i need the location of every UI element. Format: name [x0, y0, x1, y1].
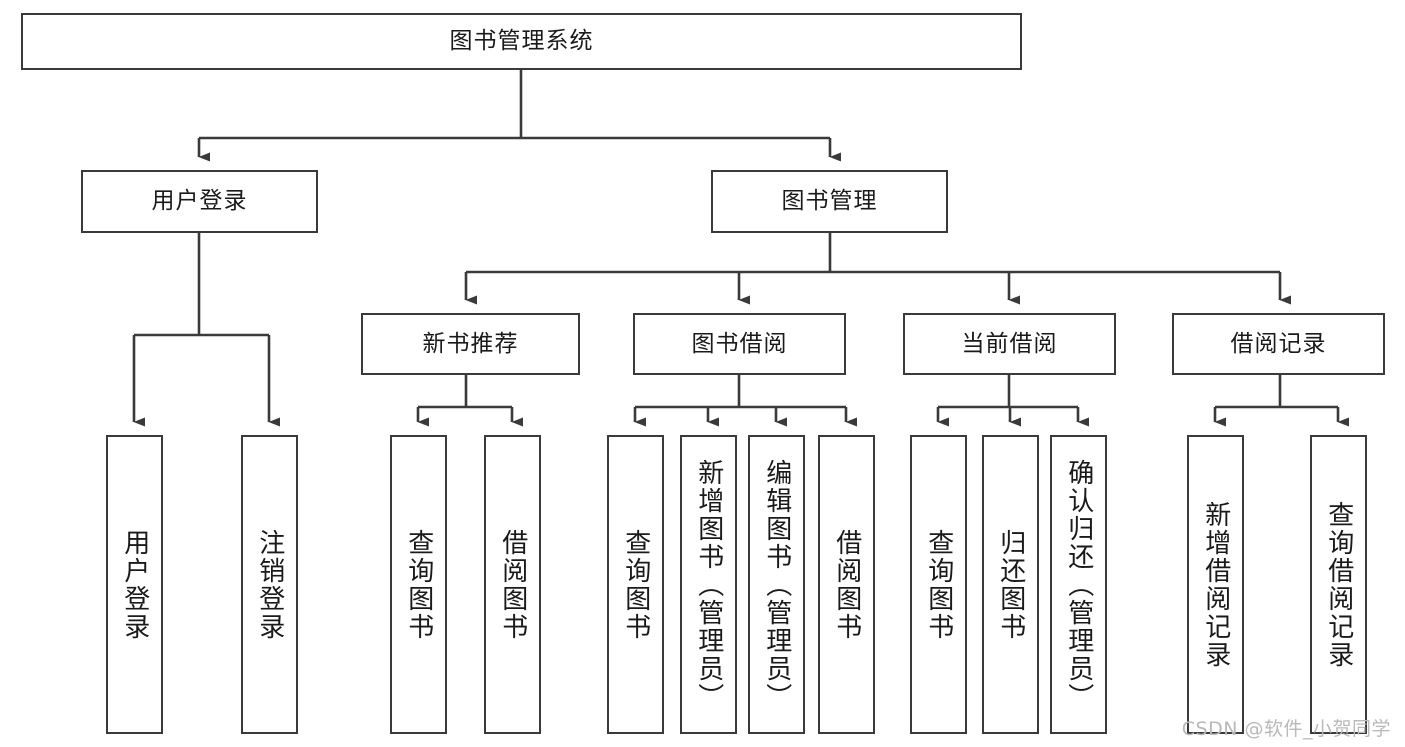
node-book-borrow[interactable]: 图书借阅 — [633, 313, 846, 375]
node-borrow-record[interactable]: 借阅记录 — [1172, 313, 1385, 375]
node-current-borrow[interactable]: 当前借阅 — [903, 313, 1116, 375]
leaf-query-record-label: 查询借阅记录 — [1323, 500, 1354, 669]
leaf-edit-book[interactable]: 编辑图书（管理员） — [748, 435, 805, 734]
node-book-manage[interactable]: 图书管理 — [711, 170, 948, 233]
leaf-user-logout[interactable]: 注销登录 — [241, 435, 298, 734]
leaf-query-book[interactable]: 查询图书 — [607, 435, 664, 734]
node-new-book-rec-label: 新书推荐 — [422, 330, 519, 357]
node-current-borrow-label: 当前借阅 — [961, 330, 1058, 357]
node-book-borrow-label: 图书借阅 — [691, 330, 788, 357]
leaf-borrow-book[interactable]: 借阅图书 — [818, 435, 875, 734]
node-user-login-label: 用户登录 — [151, 188, 248, 214]
leaf-add-book-label: 新增图书（管理员） — [693, 458, 724, 711]
node-borrow-record-label: 借阅记录 — [1230, 330, 1327, 357]
leaf-query-book-rec-label: 查询图书 — [403, 528, 434, 641]
leaf-query-book-cur-label: 查询图书 — [923, 528, 954, 641]
leaf-return-book-label: 归还图书 — [995, 528, 1026, 641]
leaf-user-logout-label: 注销登录 — [254, 528, 285, 641]
leaf-add-book[interactable]: 新增图书（管理员） — [680, 435, 737, 734]
node-book-manage-label: 图书管理 — [781, 188, 878, 214]
leaf-add-record[interactable]: 新增借阅记录 — [1187, 435, 1244, 734]
leaf-confirm-return-label: 确认归还（管理员） — [1063, 458, 1094, 711]
node-root[interactable]: 图书管理系统 — [21, 13, 1022, 70]
leaf-query-book-rec[interactable]: 查询图书 — [390, 435, 447, 734]
leaf-return-book[interactable]: 归还图书 — [982, 435, 1039, 734]
leaf-add-record-label: 新增借阅记录 — [1200, 500, 1231, 669]
leaf-query-book-cur[interactable]: 查询图书 — [910, 435, 967, 734]
leaf-borrow-book-rec-label: 借阅图书 — [497, 528, 528, 641]
leaf-user-login-label: 用户登录 — [119, 528, 150, 641]
leaf-borrow-book-rec[interactable]: 借阅图书 — [484, 435, 541, 734]
leaf-borrow-book-label: 借阅图书 — [831, 528, 862, 641]
node-root-label: 图书管理系统 — [449, 28, 594, 54]
leaf-edit-book-label: 编辑图书（管理员） — [761, 458, 792, 711]
leaf-query-record[interactable]: 查询借阅记录 — [1310, 435, 1367, 734]
leaf-user-login[interactable]: 用户登录 — [106, 435, 163, 734]
leaf-query-book-label: 查询图书 — [620, 528, 651, 641]
node-user-login[interactable]: 用户登录 — [81, 170, 318, 233]
leaf-confirm-return[interactable]: 确认归还（管理员） — [1050, 435, 1107, 734]
node-new-book-rec[interactable]: 新书推荐 — [361, 313, 580, 375]
